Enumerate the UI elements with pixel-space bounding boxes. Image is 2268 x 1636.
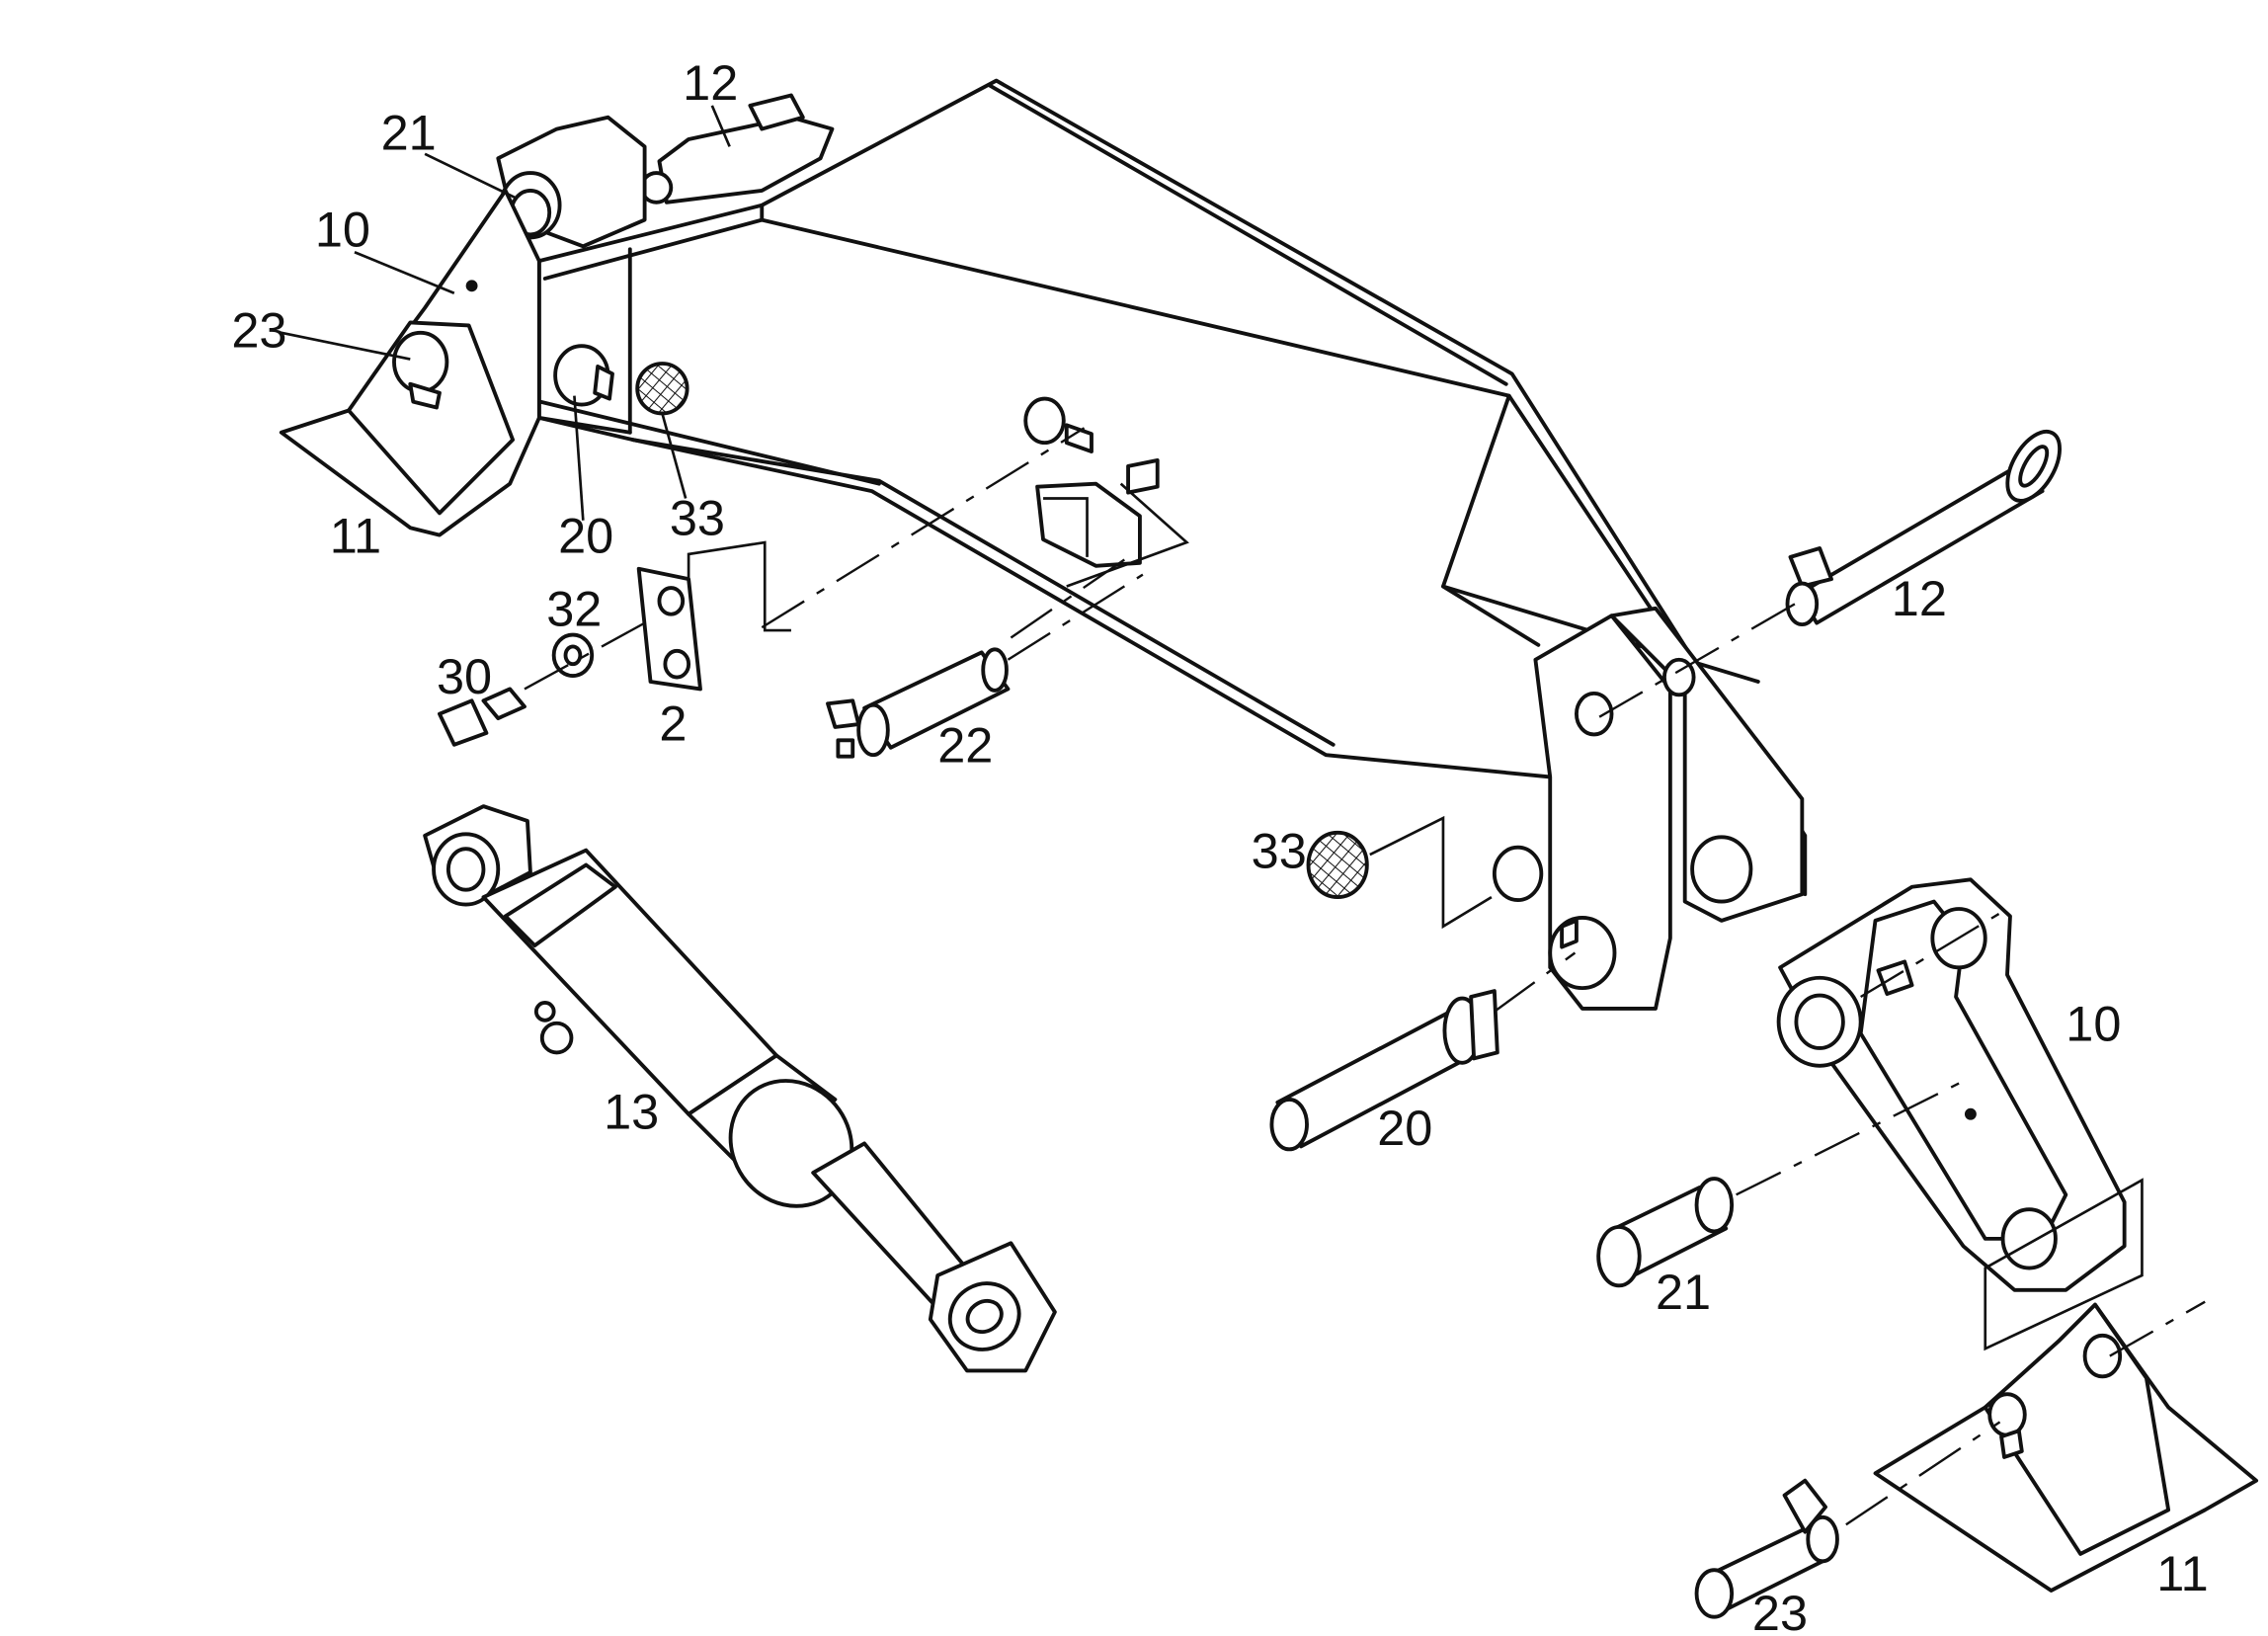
callout-20-lower: 20 [1377, 1100, 1432, 1156]
hydraulic-cylinder-13 [423, 804, 1057, 1373]
pin-20 [1269, 951, 1577, 1152]
callout-30: 30 [437, 648, 492, 704]
bracket-11 [1873, 1178, 2259, 1593]
callout-2: 2 [659, 695, 687, 751]
callout-13: 13 [604, 1084, 659, 1140]
callout-11-top: 11 [330, 507, 381, 563]
callout-23-lower: 23 [1752, 1585, 1808, 1636]
callout-12-right: 12 [1892, 570, 1947, 626]
pin-23 [1694, 1421, 2001, 1619]
callout-33-lower: 33 [1252, 822, 1307, 878]
callout-23-top: 23 [231, 302, 286, 359]
plate-assembly [438, 540, 791, 747]
cap-33-lower [1306, 815, 1493, 930]
leader-lines [281, 105, 731, 521]
callout-10-right: 10 [2066, 996, 2121, 1052]
callout-11-right: 11 [2156, 1545, 2208, 1601]
callout-21-lower: 21 [1656, 1264, 1711, 1320]
callout-32: 32 [546, 581, 602, 637]
callout-21-top: 21 [381, 104, 437, 160]
callout-20-top: 20 [558, 507, 613, 563]
pin-22 [826, 573, 1144, 759]
pin-21 [1596, 1076, 1972, 1288]
callout-33-top: 33 [670, 490, 725, 546]
pin-12 [1596, 429, 2062, 720]
callout-labels: 12 21 10 23 11 20 33 32 30 2 22 12 13 33… [231, 54, 2208, 1636]
callout-12-top: 12 [683, 54, 738, 111]
callout-10-top: 10 [315, 201, 370, 257]
callout-22: 22 [937, 717, 993, 774]
link-10 [1776, 877, 2127, 1292]
